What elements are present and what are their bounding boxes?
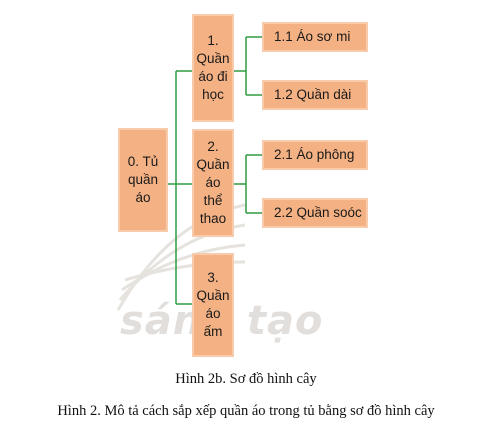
node-quan-ao-di-hoc: 1. Quần áo đi học xyxy=(192,14,234,122)
watermark-curve xyxy=(121,243,246,292)
node-label: 1. Quần áo đi học xyxy=(196,33,230,102)
leaf-quan-dai: 1.2 Quần dài xyxy=(262,80,368,110)
figure-caption: Hình 2b. Sơ đồ hình cây xyxy=(175,371,317,387)
node-quan-ao-am: 3. Quần áo ấm xyxy=(192,253,234,357)
leaf-label: 1.2 Quần dài xyxy=(274,87,352,102)
leaf-quan-sooc: 2.2 Quần soóc xyxy=(262,198,368,228)
node-quan-ao-the-thao: 2. Quần áo thể thao xyxy=(192,129,234,237)
main-caption: Hình 2. Mô tả cách sắp xếp quần áo trong… xyxy=(57,403,435,419)
leaf-label: 2.2 Quần soóc xyxy=(274,205,362,220)
leaf-ao-phong: 2.1 Áo phông xyxy=(262,140,368,170)
node-label: 3. Quần áo ấm xyxy=(196,270,230,339)
leaf-label: 1.1 Áo sơ mi xyxy=(274,29,351,44)
node-label: 2. Quần áo thể thao xyxy=(196,139,230,226)
root-label: 0. Tủ quần áo xyxy=(127,154,159,205)
root-node: 0. Tủ quần áo xyxy=(118,128,168,232)
leaf-label: 2.1 Áo phông xyxy=(274,147,355,162)
leaf-ao-so-mi: 1.1 Áo sơ mi xyxy=(262,22,368,52)
